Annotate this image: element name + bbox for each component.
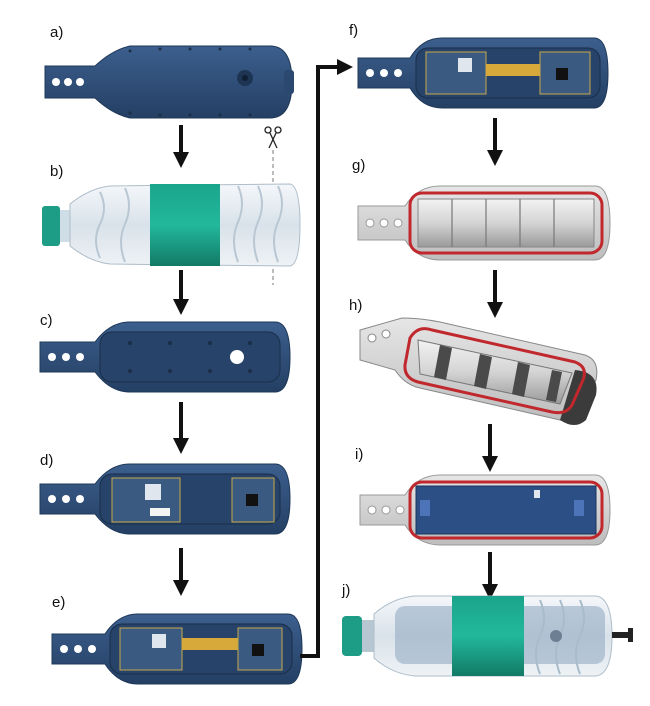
step-label-j: j) [342, 582, 351, 599]
step-label-e: e) [52, 594, 66, 611]
enclosure-open-empty [39, 321, 291, 393]
step-label-d: d) [40, 452, 54, 469]
step-label-i: i) [355, 446, 364, 463]
cable-gland-icon [612, 628, 633, 642]
step-label-h: h) [349, 297, 363, 314]
battery-tray-isometric [359, 317, 598, 425]
scissors-icon [264, 126, 282, 149]
step-label-a: a) [50, 24, 64, 41]
water-bottle [42, 183, 301, 267]
step-label-f: f) [349, 22, 359, 39]
enclosure-closed [44, 45, 294, 119]
battery-tray [357, 185, 611, 261]
enclosure-boards-connected [51, 613, 303, 685]
final-assembly-bottle [342, 595, 613, 677]
enclosure-assembled-electronics [357, 37, 609, 109]
tray-with-pcb [359, 474, 611, 546]
enclosure-with-boards [39, 463, 291, 535]
step-label-c: c) [40, 312, 53, 329]
step-label-b: b) [50, 163, 64, 180]
step-label-g: g) [352, 157, 366, 174]
arrow-e-f [300, 59, 353, 658]
